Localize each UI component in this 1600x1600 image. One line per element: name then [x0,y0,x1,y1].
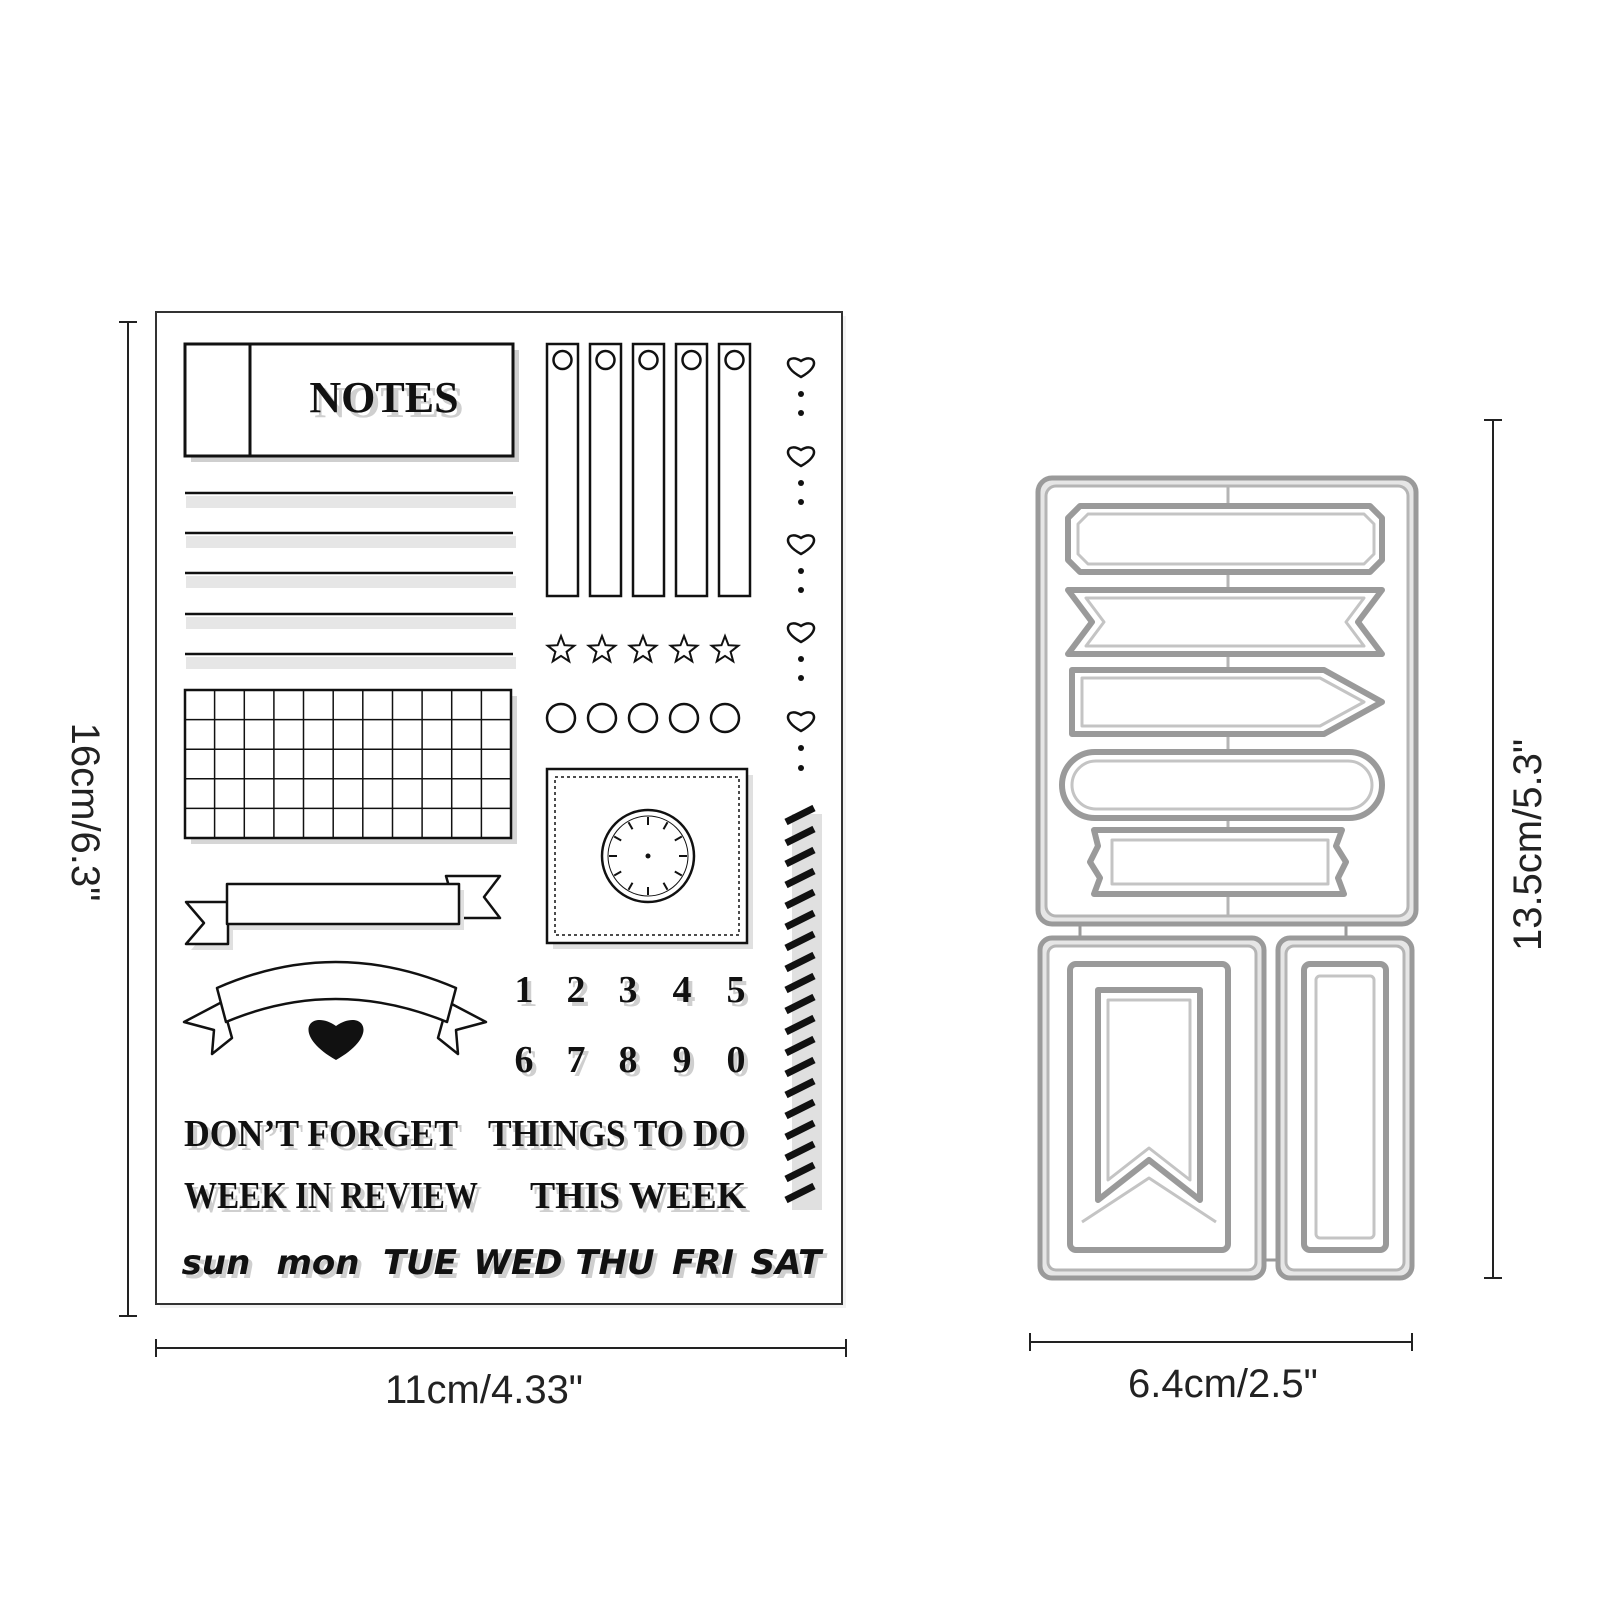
svg-text:mon: mon [281,1247,364,1287]
phrases-stamp: DON’T FORGET DON’T FORGET THINGS TO DO T… [184,1113,750,1221]
svg-text:2: 2 [571,973,590,1015]
number-9: 9 [673,1039,692,1081]
stamp-width-label: 11cm/4.33" [385,1368,584,1412]
svg-text:DON’T FORGET: DON’T FORGET [188,1117,462,1159]
hearts-dots-column [786,357,816,771]
day-wed: WED [474,1243,563,1283]
star-icon [667,633,701,664]
svg-text:TUE: TUE [387,1247,461,1287]
number-4: 4 [673,969,692,1011]
phrase-this-week: THIS WEEK [530,1175,746,1217]
star-icon [585,633,619,664]
svg-text:THU: THU [579,1247,658,1287]
day-tue: TUE [383,1243,457,1283]
phrase-dont-forget: DON’T FORGET [184,1113,458,1155]
svg-text:8: 8 [623,1043,642,1085]
svg-text:3: 3 [623,973,642,1015]
straight-banner-stamp [184,874,502,950]
svg-text:1: 1 [519,973,538,1015]
phrase-week-in-review: WEEK IN REVIEW [184,1175,478,1217]
die-width-ruler [1029,1333,1413,1351]
star-icon [708,633,742,664]
stamp-height-label: 16cm/6.3" [63,722,107,902]
heart-icon [786,622,816,644]
heart-icon [308,1020,364,1060]
svg-text:FRI: FRI [676,1247,738,1287]
svg-text:7: 7 [571,1043,590,1085]
day-thu: THU [575,1243,654,1283]
svg-text:THIS WEEK: THIS WEEK [534,1179,750,1221]
number-6: 6 [515,1039,534,1081]
star-icon [626,633,660,664]
circles-row [545,702,741,734]
die-height-label: 13.5cm/5.3" [1506,738,1550,952]
svg-text:SAT: SAT [755,1247,829,1287]
weekdays-stamp: sun sun mon mon TUE TUE WED WED THU THU … [182,1243,829,1287]
die-height-ruler [1484,419,1502,1279]
day-sun: sun [182,1243,251,1283]
svg-text:4: 4 [677,973,696,1015]
svg-text:THINGS TO DO: THINGS TO DO [492,1117,750,1159]
notes-label-stamp: NOTES NOTES [183,342,519,462]
day-fri: FRI [672,1243,734,1283]
number-1: 1 [515,969,534,1011]
phrase-things-to-do: THINGS TO DO [488,1113,746,1155]
bookmark-tabs-stamp [545,342,752,598]
heart-icon [786,446,816,468]
svg-text:9: 9 [677,1043,696,1085]
svg-text:sun: sun [186,1247,255,1287]
svg-text:NOTES: NOTES [314,378,463,427]
star-icon [544,633,578,664]
grid-stamp [183,688,517,844]
number-0: 0 [727,1039,746,1081]
die-width-label: 6.4cm/2.5" [1128,1362,1318,1406]
clear-stamp-sheet: NOTES NOTES [155,311,846,1308]
svg-text:WEEK IN REVIEW: WEEK IN REVIEW [188,1179,482,1221]
svg-text:0: 0 [731,1043,750,1085]
svg-text:WED: WED [478,1247,567,1287]
day-sat: SAT [751,1243,825,1283]
cutting-die-set [1035,475,1419,1281]
svg-text:6: 6 [519,1043,538,1085]
writing-lines-stamp [185,491,516,669]
stars-row [544,633,742,664]
number-7: 7 [567,1039,586,1081]
number-8: 8 [619,1039,638,1081]
stamp-width-ruler [155,1339,847,1357]
heart-icon [786,711,816,733]
notes-label: NOTES [309,373,458,422]
arched-banner-stamp [182,960,488,1056]
clock-frame-stamp [545,767,753,949]
number-3: 3 [619,969,638,1011]
heart-icon [786,357,816,379]
stamp-height-ruler [119,321,137,1317]
day-mon: mon [277,1243,360,1283]
numbers-stamp: 1 1 2 2 3 3 4 4 5 5 6 6 7 7 8 8 9 9 0 0 [515,969,750,1085]
stripe-band-stamp [784,804,822,1210]
number-5: 5 [727,969,746,1011]
svg-text:5: 5 [731,973,750,1015]
number-2: 2 [567,969,586,1011]
heart-icon [786,534,816,556]
clock-icon [600,808,696,904]
